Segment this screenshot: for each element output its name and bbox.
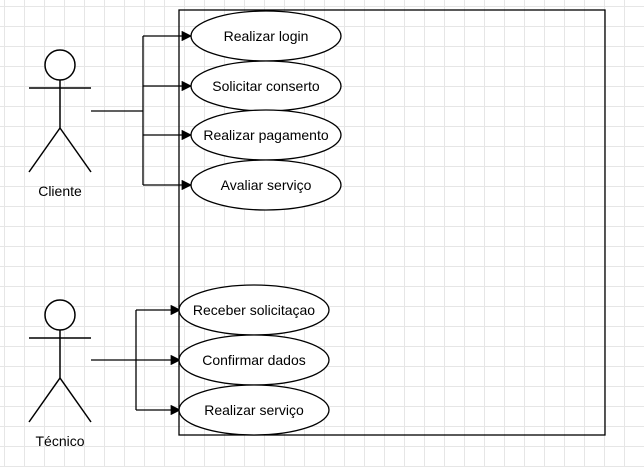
actor-tecnico-label: Técnico xyxy=(35,433,84,449)
actor-tecnico-left-leg xyxy=(28,377,61,423)
actor-tecnico-right-leg xyxy=(59,377,92,423)
use-case-avaliar-servico[interactable]: Avaliar serviço xyxy=(190,159,342,211)
actor-cliente-left-leg xyxy=(28,127,61,173)
use-case-realizar-servico[interactable]: Realizar serviço xyxy=(178,384,330,436)
actor-tecnico: Técnico xyxy=(28,299,92,449)
actor-cliente: Cliente xyxy=(28,49,92,199)
use-case-label: Confirmar dados xyxy=(202,352,306,368)
use-case-realizar-pagamento[interactable]: Realizar pagamento xyxy=(190,109,342,161)
actor-cliente-right-leg xyxy=(59,127,92,173)
use-case-label: Avaliar serviço xyxy=(221,177,312,193)
actor-cliente-head xyxy=(44,49,76,81)
use-case-solicitar-conserto[interactable]: Solicitar conserto xyxy=(190,60,342,112)
connectors-tecnico xyxy=(91,304,182,416)
actor-cliente-label: Cliente xyxy=(38,183,82,199)
actor-tecnico-head xyxy=(44,299,76,331)
system-boundary xyxy=(178,9,606,436)
connectors-cliente xyxy=(91,30,193,191)
use-case-receber-solicitacao[interactable]: Receber solicitaçao xyxy=(178,284,330,336)
use-case-shape xyxy=(178,384,330,436)
use-case-label: Realizar login xyxy=(224,28,309,44)
use-case-confirmar-dados[interactable]: Confirmar dados xyxy=(178,334,330,386)
use-case-label: Solicitar conserto xyxy=(212,78,320,94)
use-case-label: Realizar pagamento xyxy=(203,127,329,143)
use-case-realizar-login[interactable]: Realizar login xyxy=(190,10,342,62)
use-case-label: Realizar serviço xyxy=(204,402,304,418)
use-case-label: Receber solicitaçao xyxy=(193,302,315,318)
use-case-shape xyxy=(190,159,342,211)
